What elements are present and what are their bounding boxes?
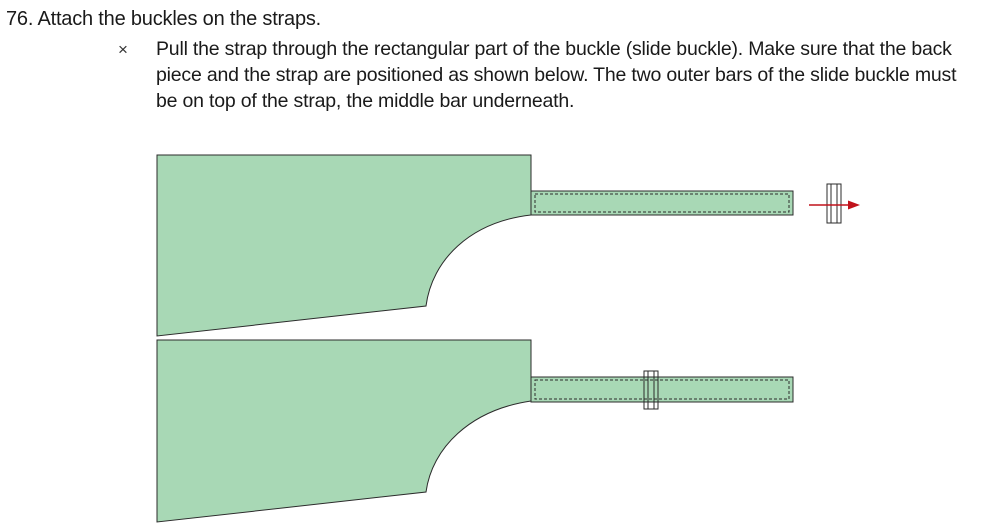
back-piece <box>156 339 532 523</box>
step-heading: 76. Attach the buckles on the straps. <box>6 8 322 30</box>
panel-after <box>156 339 794 523</box>
buckle-frame <box>643 370 659 410</box>
buckle-frame <box>826 183 842 224</box>
pull-arrow-icon <box>809 200 860 210</box>
strap <box>530 376 794 403</box>
back-piece <box>156 154 532 337</box>
strap-stitching <box>534 193 790 213</box>
slide-buckle <box>643 370 659 410</box>
instruction-item: × Pull the strap through the rectangular… <box>118 36 978 114</box>
strap <box>530 190 794 216</box>
strap-stitching <box>534 379 790 400</box>
bullet-cross-icon: × <box>118 40 128 59</box>
panel-before <box>156 154 860 337</box>
slide-buckle <box>826 183 842 224</box>
instruction-text: Pull the strap through the rectangular p… <box>156 38 957 112</box>
